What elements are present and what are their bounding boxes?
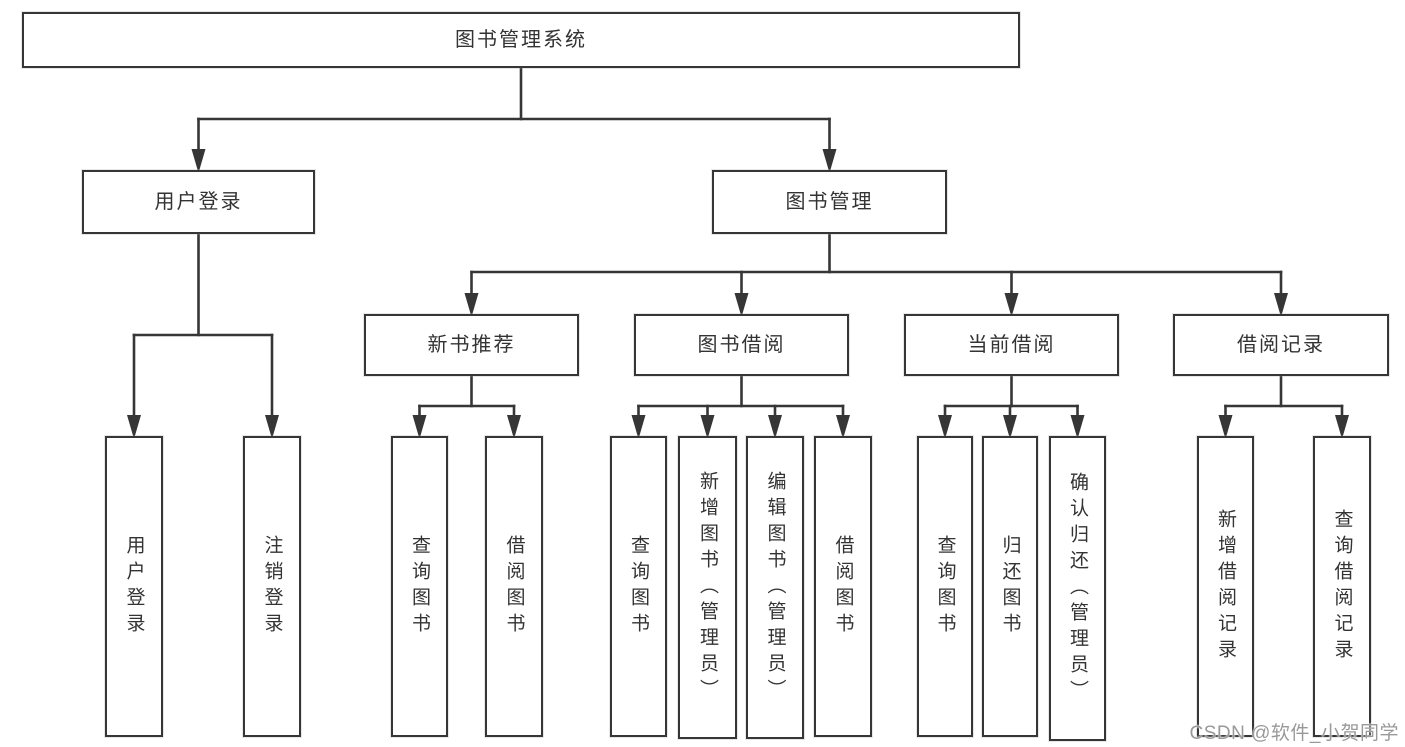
node-label: 归还图书: [999, 534, 1021, 639]
node-label: 查询图书: [409, 534, 430, 639]
node-label: 新书推荐: [427, 334, 516, 356]
watermark: CSDN @软件_小贺同学: [1189, 723, 1399, 744]
node-label: 当前借阅: [967, 334, 1056, 356]
node-leaf-query-book-3: 查询图书: [917, 436, 973, 737]
node-label: 用户登录: [154, 191, 243, 213]
node-leaf-logout: 注销登录: [243, 436, 301, 737]
node-label: 图书管理: [785, 191, 874, 213]
node-mgmt: 图书管理: [712, 170, 947, 234]
node-leaf-borrow-book-1: 借阅图书: [485, 436, 543, 737]
node-login: 用户登录: [82, 170, 315, 234]
node-label: 新增图书（管理员）: [697, 470, 718, 705]
node-leaf-edit-book: 编辑图书（管理员）: [746, 436, 804, 739]
node-current: 当前借阅: [904, 314, 1119, 376]
node-root: 图书管理系统: [22, 12, 1020, 68]
node-label: 查询图书: [934, 534, 956, 639]
node-label: 注销登录: [261, 534, 283, 639]
node-leaf-return-book: 归还图书: [982, 436, 1038, 737]
node-leaf-add-book: 新增图书（管理员）: [678, 436, 737, 739]
node-label: 借阅图书: [832, 534, 854, 639]
node-label: 查询借阅记录: [1331, 508, 1353, 665]
node-leaf-confirm-return: 确认归还（管理员）: [1049, 436, 1106, 741]
node-leaf-query-book-1: 查询图书: [391, 436, 448, 737]
node-leaf-user-login: 用户登录: [105, 436, 163, 737]
node-label: 编辑图书（管理员）: [764, 470, 786, 705]
node-label: 确认归还（管理员）: [1067, 471, 1088, 706]
node-label: 用户登录: [123, 534, 145, 639]
node-label: 图书借阅: [697, 334, 786, 356]
node-label: 图书管理系统: [455, 29, 587, 51]
node-leaf-add-record: 新增借阅记录: [1197, 436, 1254, 737]
node-records: 借阅记录: [1173, 314, 1389, 376]
node-borrow: 图书借阅: [634, 314, 849, 376]
node-newbook: 新书推荐: [364, 314, 579, 376]
node-leaf-query-record: 查询借阅记录: [1313, 436, 1371, 737]
node-label: 新增借阅记录: [1215, 508, 1236, 665]
node-leaf-query-book-2: 查询图书: [610, 436, 667, 737]
node-label: 借阅记录: [1237, 334, 1325, 356]
node-label: 查询图书: [628, 534, 649, 639]
node-leaf-borrow-book-2: 借阅图书: [814, 436, 872, 737]
node-label: 借阅图书: [503, 534, 525, 639]
